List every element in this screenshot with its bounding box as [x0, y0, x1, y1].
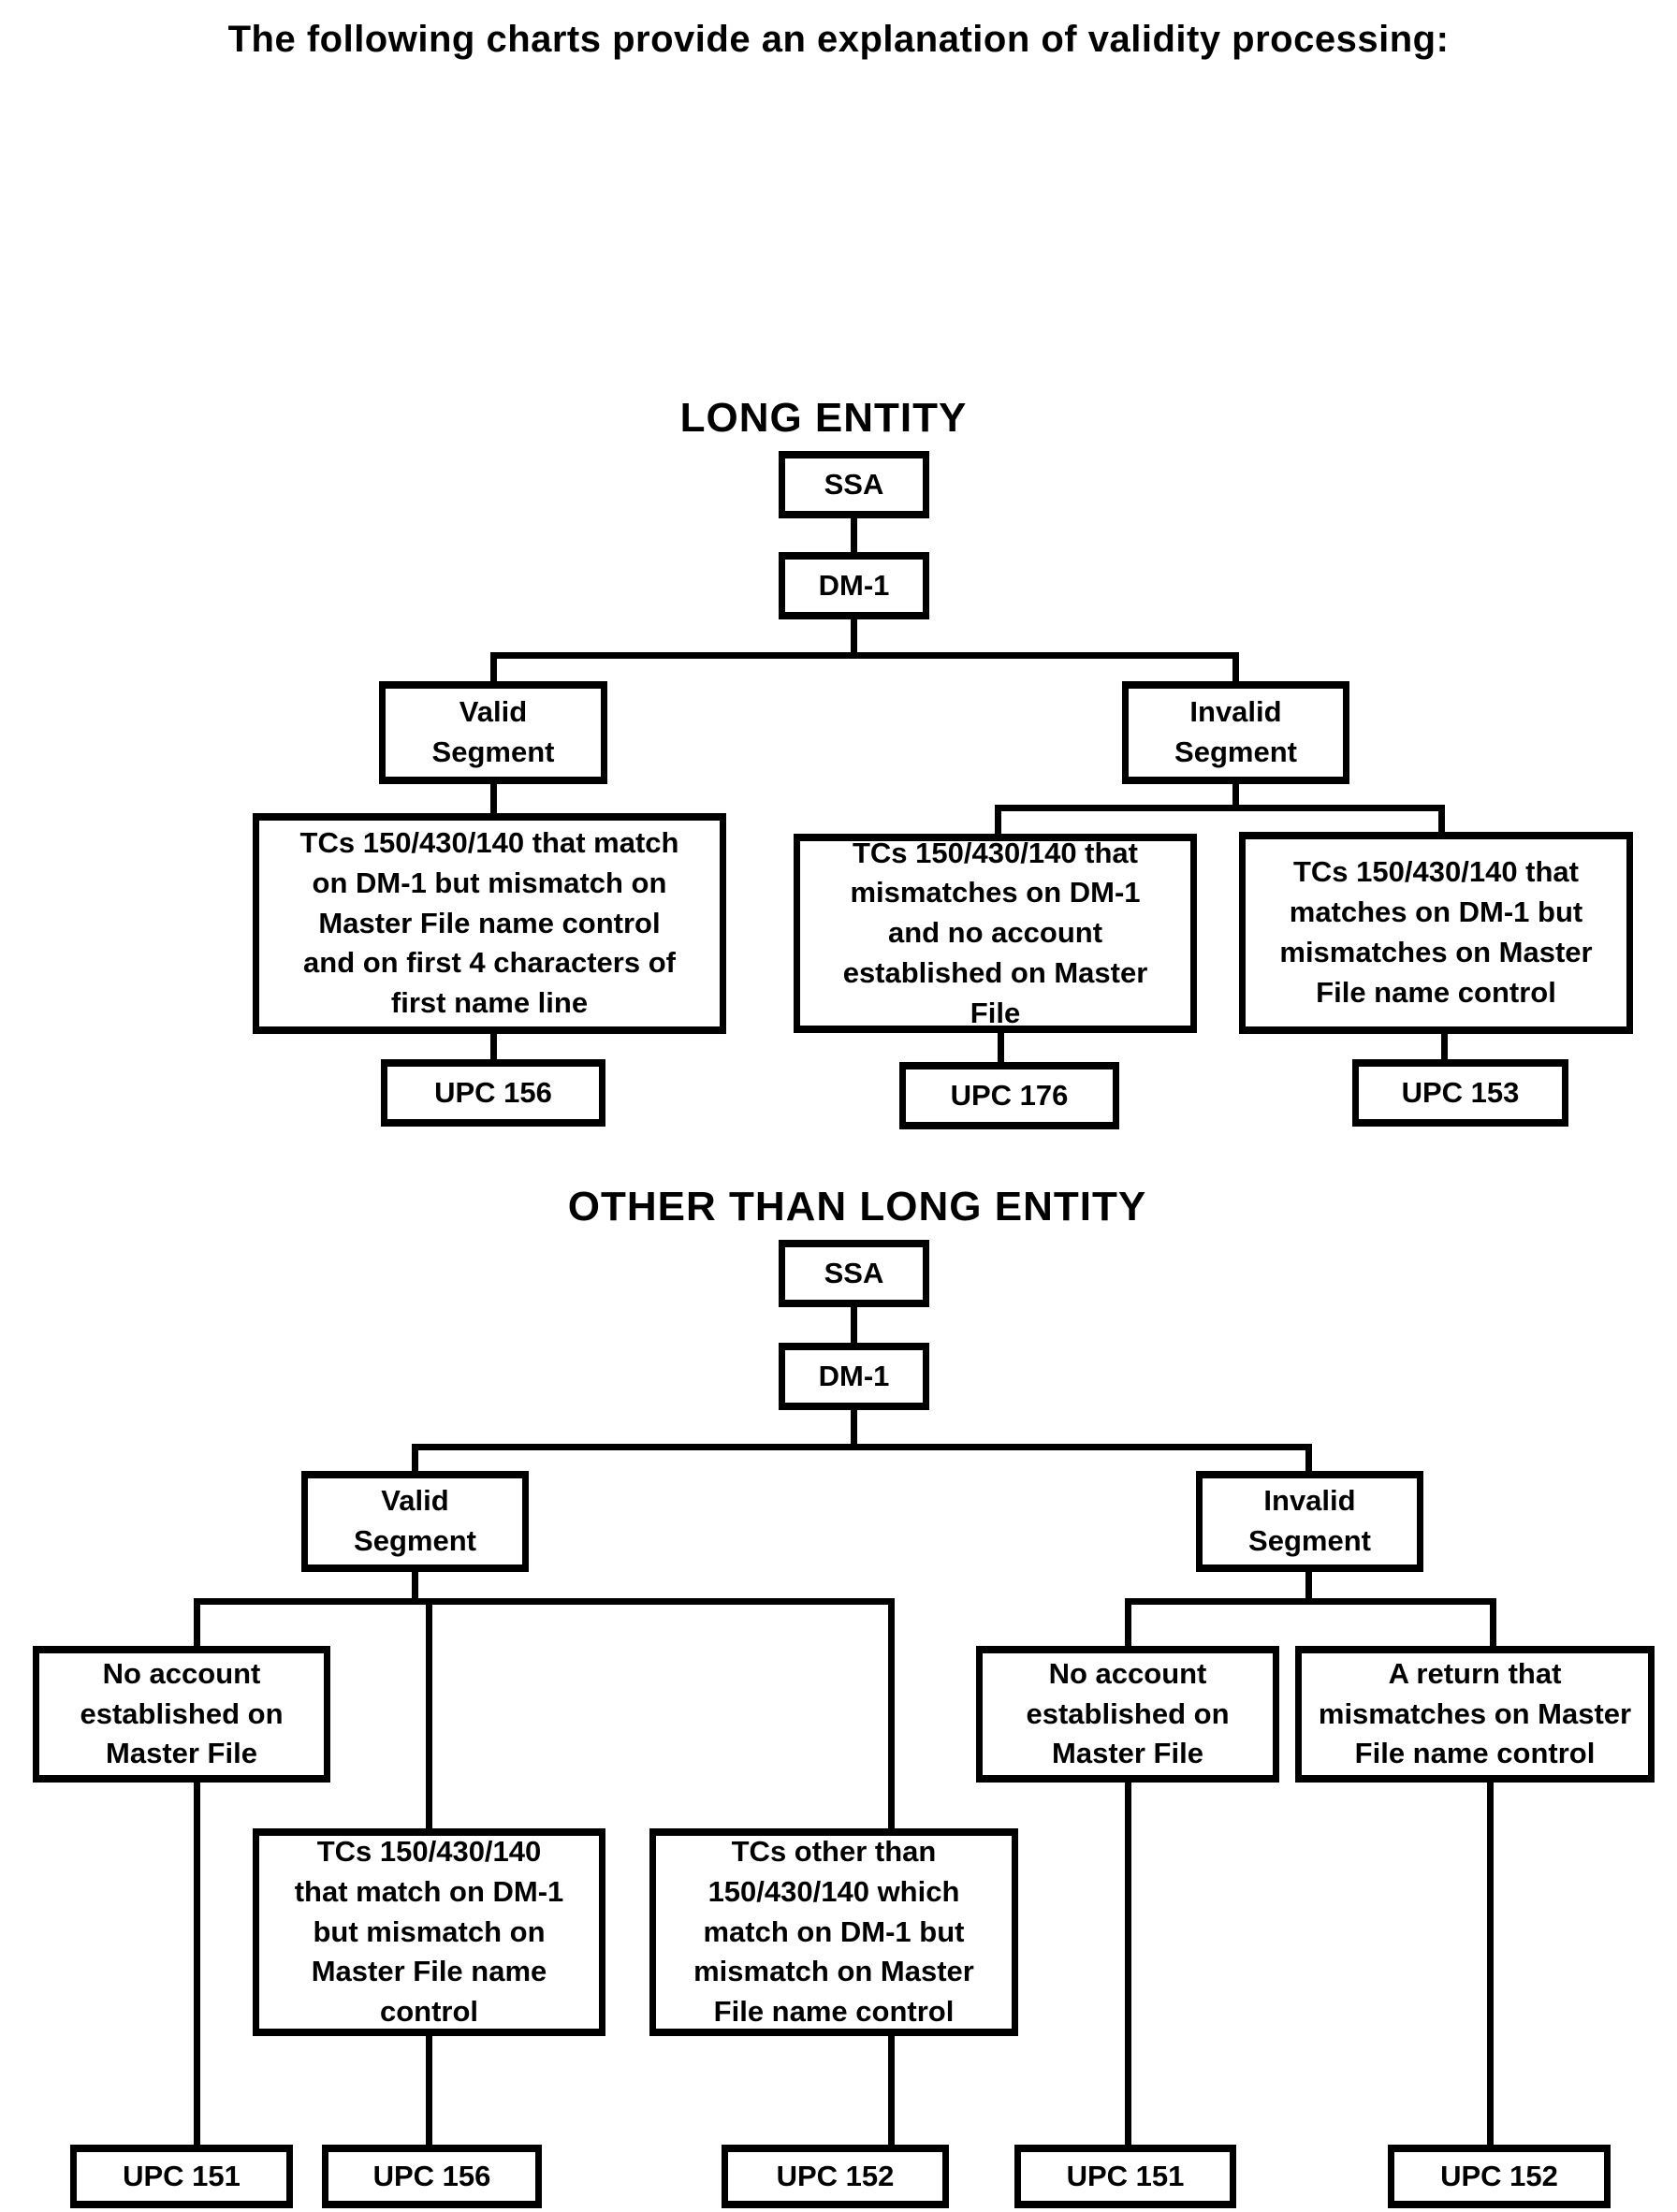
- otle-upc-156-box: UPC 156: [322, 2145, 542, 2208]
- otle-upc-151-right-box: UPC 151: [1014, 2145, 1236, 2208]
- otle-valid-no-account-box: No account established on Master File: [33, 1646, 330, 1783]
- long-entity-ssa-box: SSA: [779, 451, 929, 518]
- long-entity-chart-title: LONG ENTITY: [679, 395, 968, 441]
- connector-line: [1125, 1598, 1131, 1646]
- connector-line: [194, 1598, 895, 1605]
- otle-ssa-box: SSA: [779, 1240, 929, 1307]
- otle-invalid-segment-box: Invalid Segment: [1196, 1471, 1423, 1572]
- connector-line: [851, 1307, 857, 1343]
- connector-line: [1232, 652, 1239, 681]
- connector-line: [426, 1598, 432, 1828]
- other-than-long-entity-chart-title: OTHER THAN LONG ENTITY: [567, 1184, 1147, 1230]
- connector-line: [1441, 1034, 1448, 1059]
- connector-line: [194, 1598, 200, 1646]
- connector-line: [1487, 1783, 1494, 2145]
- long-entity-valid-segment-box: Valid Segment: [379, 681, 607, 784]
- otle-invalid-return-mismatch-box: A return that mismatches on Master File …: [1295, 1646, 1655, 1783]
- connector-line: [490, 1034, 497, 1059]
- connector-line: [851, 1410, 857, 1444]
- long-entity-valid-description-box: TCs 150/430/140 that match on DM-1 but m…: [253, 813, 726, 1034]
- connector-line: [426, 2036, 432, 2145]
- otle-upc-151-left-box: UPC 151: [70, 2145, 293, 2208]
- otle-valid-tcs-other-box: TCs other than 150/430/140 which match o…: [649, 1828, 1018, 2036]
- long-entity-invalid-right-description-box: TCs 150/430/140 that matches on DM-1 but…: [1239, 832, 1633, 1034]
- connector-line: [194, 1783, 200, 2145]
- connector-line: [412, 1444, 1312, 1450]
- page-title: The following charts provide an explanat…: [227, 19, 1450, 60]
- long-entity-upc-153-box: UPC 153: [1352, 1059, 1568, 1127]
- long-entity-upc-156-box: UPC 156: [381, 1059, 605, 1127]
- connector-line: [1232, 784, 1239, 805]
- connector-line: [851, 619, 857, 652]
- long-entity-invalid-left-description-box: TCs 150/430/140 that mismatches on DM-1 …: [794, 834, 1197, 1033]
- otle-valid-tcs-match-box: TCs 150/430/140 that match on DM-1 but m…: [253, 1828, 605, 2036]
- long-entity-dm1-box: DM-1: [779, 552, 929, 619]
- connector-line: [888, 1598, 895, 1828]
- connector-line: [412, 1444, 418, 1471]
- connector-line: [995, 805, 1001, 834]
- long-entity-upc-176-box: UPC 176: [899, 1062, 1119, 1129]
- connector-line: [1305, 1444, 1312, 1471]
- otle-upc-152-left-box: UPC 152: [722, 2145, 949, 2208]
- otle-invalid-no-account-box: No account established on Master File: [976, 1646, 1279, 1783]
- connector-line: [1305, 1572, 1312, 1598]
- connector-line: [1125, 1783, 1131, 2145]
- connector-line: [998, 1033, 1004, 1062]
- otle-valid-segment-box: Valid Segment: [301, 1471, 529, 1572]
- otle-upc-152-right-box: UPC 152: [1388, 2145, 1611, 2208]
- connector-line: [1438, 805, 1445, 832]
- connector-line: [1125, 1598, 1496, 1605]
- connector-line: [490, 652, 497, 681]
- connector-line: [888, 2036, 895, 2145]
- connector-line: [490, 652, 1239, 659]
- connector-line: [412, 1572, 418, 1598]
- connector-line: [851, 518, 857, 552]
- otle-dm1-box: DM-1: [779, 1343, 929, 1410]
- long-entity-invalid-segment-box: Invalid Segment: [1122, 681, 1349, 784]
- connector-line: [995, 805, 1445, 811]
- connector-line: [490, 784, 497, 813]
- connector-line: [1490, 1598, 1496, 1646]
